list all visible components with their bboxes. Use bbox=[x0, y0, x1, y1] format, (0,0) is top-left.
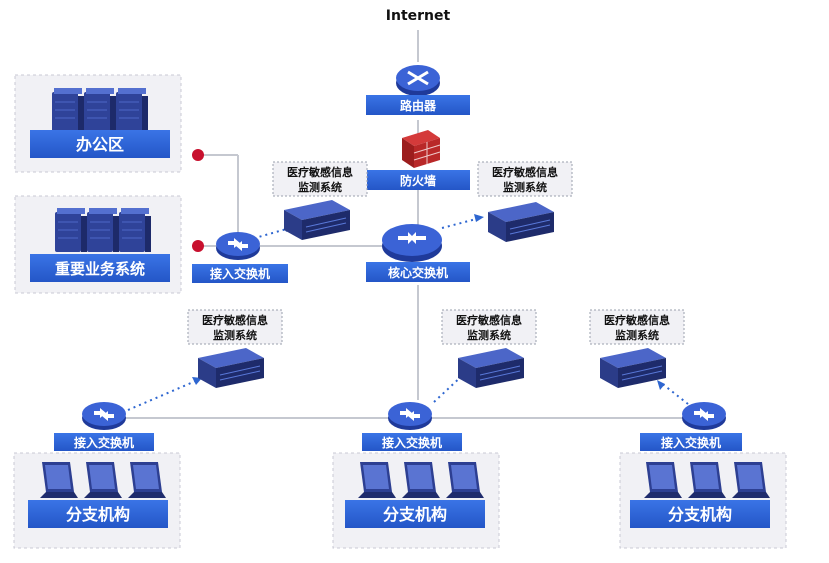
monitor-label-line1: 医疗敏感信息 bbox=[287, 165, 353, 179]
monitor-top-left: 医疗敏感信息 监测系统 bbox=[272, 161, 368, 241]
monitor-server-icon bbox=[599, 347, 667, 389]
monitor-bottom-left: 医疗敏感信息 监测系统 bbox=[187, 309, 283, 389]
monitor-label-line1: 医疗敏感信息 bbox=[604, 313, 670, 327]
monitor-label-line1: 医疗敏感信息 bbox=[202, 313, 268, 327]
router: 路由器 bbox=[366, 65, 470, 115]
monitor-label-line1: 医疗敏感信息 bbox=[456, 313, 522, 327]
switch-icon bbox=[216, 232, 260, 260]
monitor-bottom-right: 医疗敏感信息 监测系统 bbox=[589, 309, 685, 389]
firewall: 防火墙 bbox=[366, 130, 470, 190]
switch-icon bbox=[388, 402, 432, 430]
branch-zone-left: 分支机构 bbox=[13, 452, 181, 549]
access-switch-label: 接入交换机 bbox=[661, 435, 721, 450]
office-zone-label: 办公区 bbox=[76, 135, 124, 154]
monitor-label-line2: 监测系统 bbox=[467, 328, 511, 342]
access-switch-mid: 接入交换机 bbox=[362, 402, 462, 451]
access-switch-right: 接入交换机 bbox=[640, 402, 742, 451]
branch-zone-right: 分支机构 bbox=[619, 452, 787, 549]
office-zone: 办公区 bbox=[14, 74, 182, 173]
red-endpoint-dot bbox=[192, 240, 204, 252]
core-switch-label: 核心交换机 bbox=[388, 265, 448, 280]
monitor-label-line2: 监测系统 bbox=[615, 328, 659, 342]
monitor-server-icon bbox=[283, 199, 351, 241]
firewall-icon bbox=[402, 130, 441, 168]
monitor-server-icon bbox=[197, 347, 265, 389]
monitor-label-line1: 医疗敏感信息 bbox=[492, 165, 558, 179]
firewall-label: 防火墙 bbox=[400, 173, 436, 188]
access-switch-label: 接入交换机 bbox=[210, 266, 270, 281]
internet-label: Internet bbox=[386, 8, 451, 24]
monitor-label-line2: 监测系统 bbox=[298, 180, 342, 194]
monitor-bottom-mid: 医疗敏感信息 监测系统 bbox=[441, 309, 537, 389]
red-endpoint-dot bbox=[192, 149, 204, 161]
branch-zone-label: 分支机构 bbox=[383, 505, 447, 524]
switch-icon bbox=[682, 402, 726, 430]
access-switch-label: 接入交换机 bbox=[382, 435, 442, 450]
monitor-label-line2: 监测系统 bbox=[213, 328, 257, 342]
access-switch-label: 接入交换机 bbox=[74, 435, 134, 450]
business-zone-label: 重要业务系统 bbox=[55, 260, 145, 278]
business-zone: 重要业务系统 bbox=[14, 195, 182, 294]
branch-zone-label: 分支机构 bbox=[66, 505, 130, 524]
router-label: 路由器 bbox=[400, 98, 437, 113]
monitor-top-right: 医疗敏感信息 监测系统 bbox=[477, 161, 573, 243]
branch-zone-mid: 分支机构 bbox=[332, 452, 500, 549]
switch-icon bbox=[82, 402, 126, 430]
access-switch-left: 接入交换机 bbox=[54, 402, 154, 451]
branch-zone-label: 分支机构 bbox=[668, 505, 732, 524]
monitor-server-icon bbox=[487, 201, 555, 243]
access-switch-top: 接入交换机 bbox=[192, 232, 288, 283]
red-endpoints bbox=[192, 149, 204, 252]
core-switch: 核心交换机 bbox=[366, 224, 470, 282]
monitor-server-icon bbox=[457, 347, 525, 389]
monitor-label-line2: 监测系统 bbox=[503, 180, 547, 194]
